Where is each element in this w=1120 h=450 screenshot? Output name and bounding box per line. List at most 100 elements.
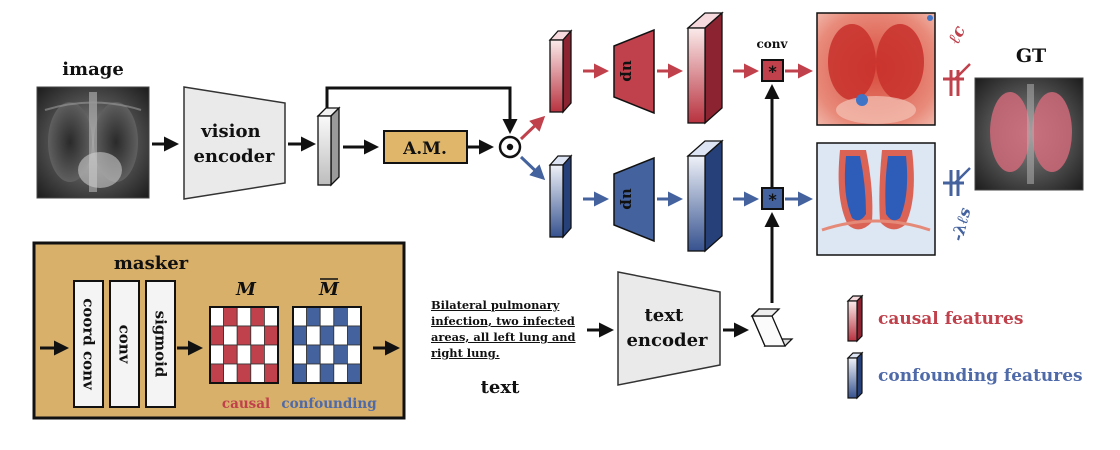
mask-cell xyxy=(209,306,225,327)
mask-cell xyxy=(292,363,308,384)
confounding-loss-symbol xyxy=(943,167,971,196)
confounding-mask-grid xyxy=(292,306,362,384)
mask-cell xyxy=(333,363,348,384)
mask-cell xyxy=(236,344,252,365)
confounding-heatmap xyxy=(816,142,936,256)
mask-cell xyxy=(223,325,238,346)
masker-layer-sigmoid: sigmoid xyxy=(145,280,176,408)
mask-cell xyxy=(250,344,265,365)
text-encoder-label-line-2: encoder xyxy=(626,330,708,351)
vision-encoder-block xyxy=(183,86,286,200)
mask-cell xyxy=(319,344,335,365)
masker-layer-conv-label: conv xyxy=(116,325,134,365)
attention-module-box xyxy=(383,130,468,164)
mask-cell xyxy=(333,344,348,365)
mask-cell xyxy=(209,344,225,365)
mask-cell xyxy=(292,344,308,365)
attention-module-label: A.M. xyxy=(402,139,447,159)
legend-confounding-label: confounding features xyxy=(878,366,1083,386)
mask-cell xyxy=(223,363,238,384)
text-caption: text xyxy=(481,377,520,398)
mask-cell xyxy=(346,306,362,327)
mask-cell xyxy=(333,325,348,346)
masker-layer-coord-conv-label: coord conv xyxy=(80,298,98,391)
causal-loss-symbol xyxy=(943,63,971,96)
causal-conv-icon: * xyxy=(761,59,784,82)
causal-feature-map-1 xyxy=(548,29,573,114)
mask-cell xyxy=(306,306,321,327)
mask-cell xyxy=(292,306,308,327)
mask-cell xyxy=(346,363,362,384)
mask-confounding-label: confounding xyxy=(281,396,377,412)
encoder-feature-map xyxy=(316,106,341,187)
causal-loss-label: ℓc xyxy=(944,22,970,47)
confounding-feature-map-2 xyxy=(686,139,724,253)
mask-grid-border xyxy=(209,306,279,384)
input-xray-image xyxy=(36,86,150,199)
confounding-feature-map-1 xyxy=(548,154,573,239)
mask-cell xyxy=(263,344,279,365)
mask-cell xyxy=(263,325,279,346)
mask-cell xyxy=(306,363,321,384)
gt-image xyxy=(974,77,1084,191)
mask-label: M xyxy=(235,279,257,300)
legend-causal-label: causal features xyxy=(878,309,1023,329)
mask-cell xyxy=(346,344,362,365)
confounding-loss-label: -λℓs xyxy=(948,206,975,243)
causal-feature-map-2 xyxy=(686,11,724,125)
input-report-text: Bilateral pulmonary infection, two infec… xyxy=(431,298,576,360)
confounding-conv-icon: * xyxy=(761,187,784,210)
mask-cell xyxy=(346,325,362,346)
arrow-to-causal-branch xyxy=(519,115,546,141)
elementwise-product-icon xyxy=(498,135,522,159)
mask-cell xyxy=(333,306,348,327)
arrow-to-confounding-branch xyxy=(519,155,546,181)
mask-cell xyxy=(263,306,279,327)
mask-cell xyxy=(319,363,335,384)
vision-encoder-label-line-1: vision xyxy=(200,121,260,142)
mask-cell xyxy=(236,363,252,384)
vision-encoder-label: vision encoder xyxy=(193,121,275,167)
mask-cell xyxy=(292,325,308,346)
vision-encoder-label-line-2: encoder xyxy=(193,146,275,167)
mask-cell xyxy=(263,363,279,384)
mask-cell xyxy=(319,325,335,346)
text-embedding xyxy=(750,307,794,348)
mask-bar-label: M xyxy=(318,279,340,300)
causal-up-block xyxy=(613,28,655,115)
text-encoder-label: text encoder xyxy=(626,305,708,351)
masker-title: masker xyxy=(114,253,189,274)
mask-cell xyxy=(209,363,225,384)
mask-cell xyxy=(250,306,265,327)
mask-cell xyxy=(223,306,238,327)
masker-layer-conv: conv xyxy=(109,280,140,408)
causal-up-label: up xyxy=(619,60,637,81)
text-encoder-label-line-1: text xyxy=(644,305,683,326)
mask-cell xyxy=(306,344,321,365)
mask-cell xyxy=(236,306,252,327)
mask-cell xyxy=(250,363,265,384)
mask-cell xyxy=(236,325,252,346)
masker-layer-sigmoid-label: sigmoid xyxy=(152,311,170,378)
causal-heatmap xyxy=(816,12,936,126)
conv-label: conv xyxy=(756,37,788,51)
mask-cell xyxy=(319,306,335,327)
confounding-up-label: up xyxy=(619,188,637,209)
text-encoder-block xyxy=(617,271,721,386)
legend-causal-icon xyxy=(846,294,864,343)
svg-text:*: * xyxy=(768,62,777,81)
gt-label: GT xyxy=(1016,45,1046,67)
mask-cell xyxy=(250,325,265,346)
mask-grid-border xyxy=(292,306,362,384)
mask-cell xyxy=(209,325,225,346)
legend-confounding-icon xyxy=(846,351,864,400)
arrow-skip-connection xyxy=(325,86,518,134)
mask-cell xyxy=(306,325,321,346)
causal-mask-grid xyxy=(209,306,279,384)
svg-text:*: * xyxy=(768,190,777,209)
image-label: image xyxy=(62,59,124,80)
confounding-up-block xyxy=(613,156,655,243)
masker-layer-coord-conv: coord conv xyxy=(73,280,104,408)
mask-cell xyxy=(223,344,238,365)
